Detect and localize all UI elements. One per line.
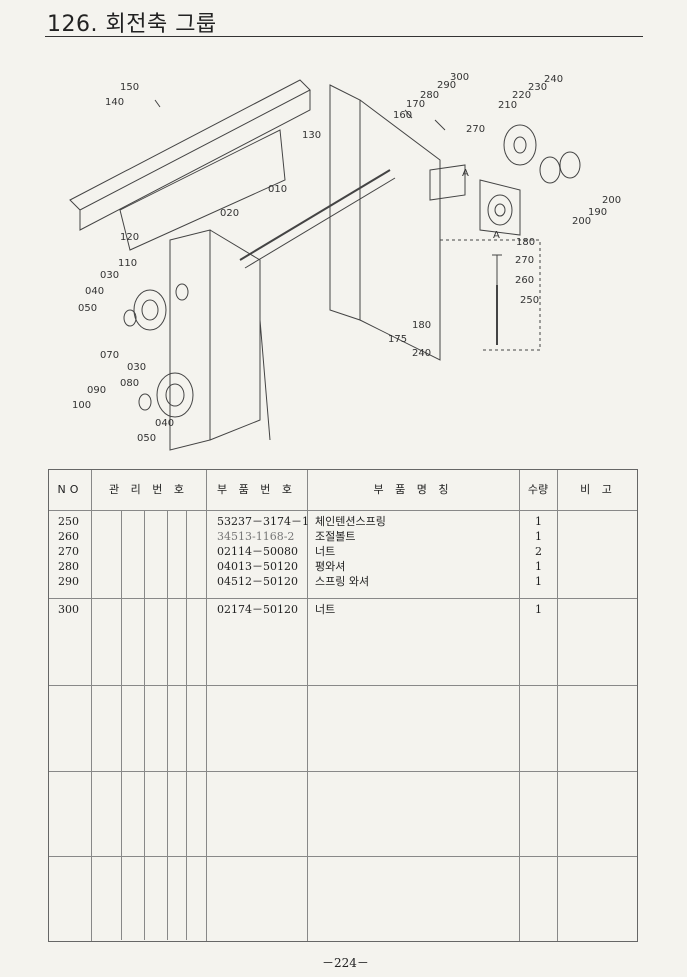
callout-label: 180: [516, 237, 535, 248]
page-number: －224－: [322, 956, 369, 970]
callout-label: 220: [512, 90, 531, 101]
column-divider: [206, 470, 207, 941]
cell-no: 290: [58, 575, 79, 588]
cell-part-no: 02114－50080: [217, 545, 298, 558]
cell-part-no: 53237－3174－1: [217, 515, 309, 528]
callout-label: 200: [602, 195, 621, 206]
subcolumn-divider: [186, 510, 187, 940]
column-divider: [91, 470, 92, 941]
column-header-mgmt: 관 리 번 호: [109, 483, 188, 496]
subcolumn-divider: [167, 510, 168, 940]
subcolumn-divider: [121, 510, 122, 940]
row-divider: [49, 856, 637, 857]
cell-name: 너트: [315, 545, 336, 558]
callout-label: 030: [127, 362, 146, 373]
callout-label: 270: [466, 124, 485, 135]
callout-label: 010: [268, 184, 287, 195]
callout-label: A: [462, 168, 469, 179]
cell-part-no: 34513-1168-2: [217, 530, 295, 543]
column-header-remark: 비 고: [580, 483, 616, 496]
callout-label: 290: [437, 80, 456, 91]
callout-label: 110: [118, 258, 137, 269]
callout-label: 050: [137, 433, 156, 444]
callout-label: 040: [85, 286, 104, 297]
callout-label: 070: [100, 350, 119, 361]
header-divider: [49, 510, 637, 511]
cell-qty: 2: [535, 545, 542, 558]
callout-label: 040: [155, 418, 174, 429]
callout-label: 160: [393, 110, 412, 121]
row-divider: [49, 771, 637, 772]
callout-label: 240: [412, 348, 431, 359]
column-header-name: 부 품 명 칭: [373, 483, 453, 496]
row-divider: [49, 598, 637, 599]
parts-table: NO 관 리 번 호 부 품 번 호 부 품 명 칭 수량 비 고 250 53…: [48, 469, 638, 942]
callout-label: 080: [120, 378, 139, 389]
cell-name: 체인텐션스프링: [315, 515, 386, 528]
callout-label: 090: [87, 385, 106, 396]
column-header-qty: 수량: [527, 483, 549, 496]
callout-label: 170: [406, 99, 425, 110]
column-divider: [519, 470, 520, 941]
callout-label: 030: [100, 270, 119, 281]
cell-no: 250: [58, 515, 79, 528]
cell-no: 280: [58, 560, 79, 573]
callout-label: 300: [450, 72, 469, 83]
callout-label: 230: [528, 82, 547, 93]
cell-name: 조절볼트: [315, 530, 356, 543]
cell-name: 평와셔: [315, 560, 346, 573]
callout-label: A: [493, 230, 500, 241]
cell-name: 스프링 와셔: [315, 575, 370, 588]
callout-label: 240: [544, 74, 563, 85]
cell-no: 270: [58, 545, 79, 558]
callout-label: 200: [572, 216, 591, 227]
column-header-part-no: 부 품 번 호: [217, 483, 296, 496]
callout-label: 210: [498, 100, 517, 111]
cell-qty: 1: [535, 603, 542, 616]
cell-qty: 1: [535, 530, 542, 543]
cell-part-no: 04013－50120: [217, 560, 298, 573]
cell-name: 너트: [315, 603, 336, 616]
page-title: 126. 회전축 그룹: [47, 12, 217, 37]
title-divider: [45, 36, 643, 37]
callout-label: 280: [420, 90, 439, 101]
callout-label: 260: [515, 275, 534, 286]
exploded-parts-diagram: 150 140 130 160 170 280 290 300 270 210 …: [69, 72, 621, 451]
cell-qty: 1: [535, 560, 542, 573]
row-divider: [49, 685, 637, 686]
callout-label: 120: [120, 232, 139, 243]
callout-label: 175: [388, 334, 407, 345]
cell-part-no: 04512－50120: [217, 575, 298, 588]
cell-no: 300: [58, 603, 79, 616]
callout-label: 100: [72, 400, 91, 411]
column-divider: [307, 470, 308, 941]
diagram-callouts: 150 140 130 160 170 280 290 300 270 210 …: [72, 72, 621, 444]
callout-label: 190: [588, 207, 607, 218]
callout-label: 150: [120, 82, 139, 93]
subcolumn-divider: [144, 510, 145, 940]
callout-label: 020: [220, 208, 239, 219]
callout-label: 250: [520, 295, 539, 306]
callout-label: 130: [302, 130, 321, 141]
cell-part-no: 02174－50120: [217, 603, 298, 616]
column-header-no: NO: [57, 483, 83, 496]
callout-label: 270: [515, 255, 534, 266]
column-divider: [557, 470, 558, 941]
callout-label: 140: [105, 97, 124, 108]
cell-no: 260: [58, 530, 79, 543]
callout-label: 050: [78, 303, 97, 314]
cell-qty: 1: [535, 515, 542, 528]
callout-label: 180: [412, 320, 431, 331]
cell-qty: 1: [535, 575, 542, 588]
